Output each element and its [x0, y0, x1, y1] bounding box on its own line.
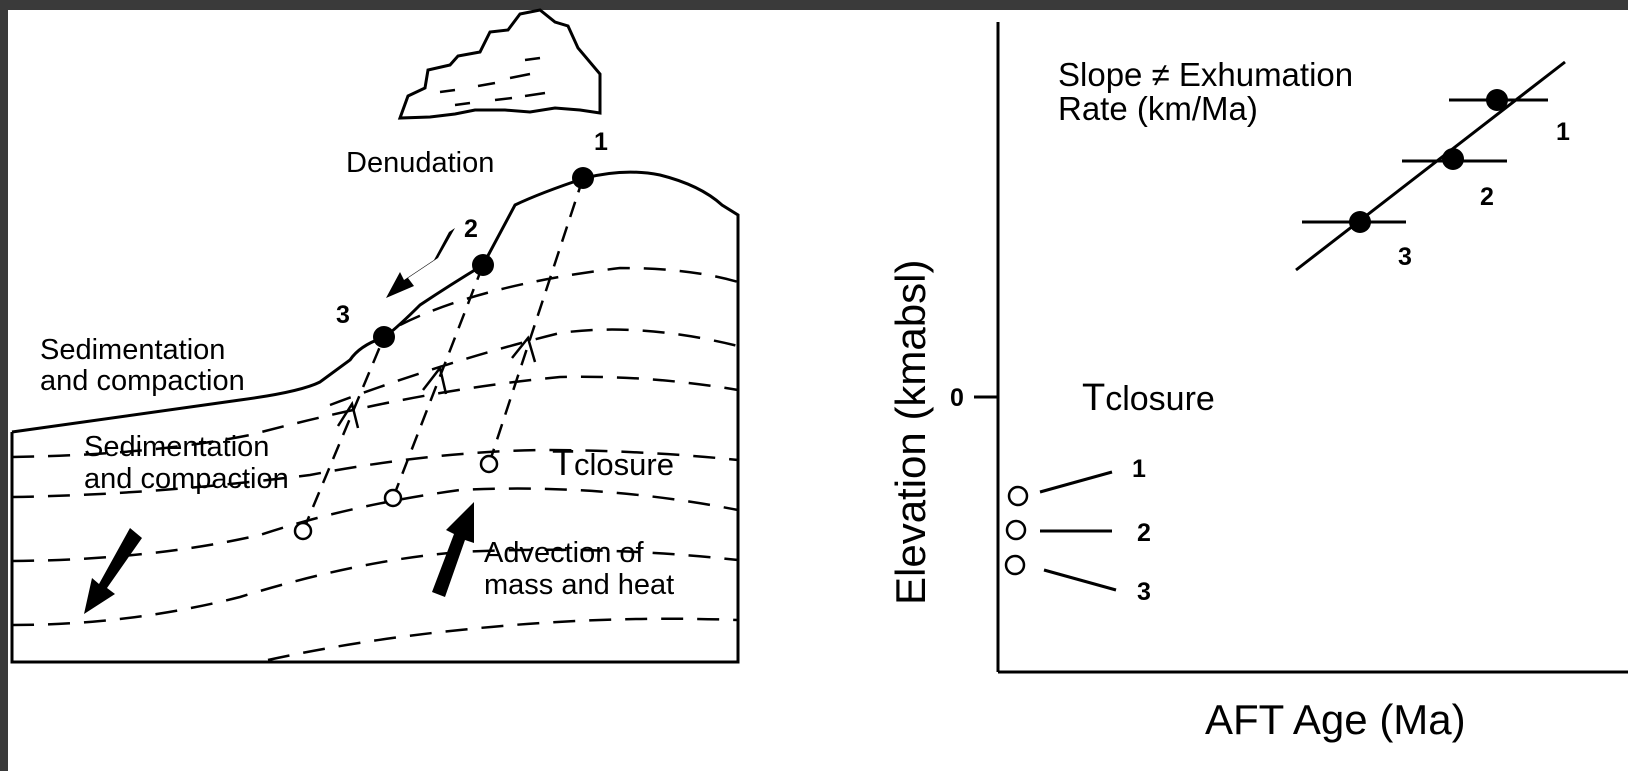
big-arrows — [84, 228, 474, 614]
denudation-label: Denudation — [346, 147, 494, 179]
closure-line-3 — [1043, 568, 1117, 592]
surface-label-3: 3 — [336, 301, 350, 329]
age-elevation-plot: 0 AFT Age (Ma) Elevation (kmabsl) Slope … — [887, 22, 1628, 743]
path-arrowheads — [336, 335, 537, 429]
isotherm-1 — [399, 266, 739, 327]
cloud-shape — [397, 8, 602, 120]
advection-line1: Advection of — [484, 537, 645, 569]
sample-point-1 — [572, 167, 594, 189]
sedimentation-upper-line2: and compaction — [40, 365, 245, 397]
isotherm-3 — [11, 375, 739, 459]
closure-line-1 — [1039, 470, 1113, 494]
plot-point-3 — [1349, 211, 1371, 233]
sedimentation-lower-line1: Sedimentation — [84, 431, 269, 463]
figure-paper — [8, 10, 1628, 771]
y-axis-label: Elevation (kmabsl) — [887, 260, 934, 605]
denudation-arrow — [386, 228, 455, 298]
sedimentation-upper-line1: Sedimentation — [40, 334, 225, 366]
closure-label-2: 2 — [1137, 519, 1151, 547]
closure-samples — [293, 454, 499, 541]
path-sample-1 — [487, 177, 585, 465]
closure-point-1 — [479, 454, 499, 474]
path-sample-2 — [391, 264, 485, 499]
isotherm-2 — [329, 328, 739, 407]
isotherm-4 — [11, 448, 739, 499]
block-outline — [10, 170, 740, 664]
isotherm-7 — [267, 617, 739, 662]
x-axis-label: AFT Age (Ma) — [1205, 696, 1466, 743]
closure-label-1: 1 — [1132, 455, 1146, 483]
closure-point-2 — [383, 488, 403, 508]
surface-samples — [373, 167, 594, 348]
advection-line2: mass and heat — [484, 569, 674, 601]
age-elevation-line — [1295, 60, 1566, 272]
path-sample-3 — [301, 336, 386, 532]
advection-arrow — [432, 502, 474, 597]
sample-point-2 — [472, 254, 494, 276]
plot-point-2 — [1442, 148, 1464, 170]
slope-text-line1: Slope ≠ Exhumation — [1058, 56, 1353, 93]
sample-point-3 — [373, 326, 395, 348]
zero-tick-label: 0 — [950, 384, 964, 412]
surface-label-1: 1 — [594, 128, 608, 156]
surface-label-2: 2 — [464, 215, 478, 243]
plot-label-3: 3 — [1398, 243, 1412, 271]
tclosure-right: Tclosure — [1082, 377, 1215, 419]
sedimentation-lower-line2: and compaction — [84, 463, 289, 495]
subsidence-arrow — [84, 528, 142, 614]
closure-label-3: 3 — [1137, 578, 1151, 606]
slope-text-line2: Rate (km/Ma) — [1058, 90, 1258, 127]
error-bars — [1302, 98, 1548, 224]
closure-circle-2 — [1005, 519, 1027, 541]
closure-point-3 — [293, 521, 313, 541]
plot-label-1: 1 — [1556, 118, 1570, 146]
cross-section-panel: 1 2 3 Denudation Sedimentation and compa… — [10, 8, 740, 664]
isotherm-6 — [11, 548, 739, 627]
plot-point-1 — [1486, 89, 1508, 111]
cloud-hatching — [439, 56, 546, 107]
sample-paths — [301, 177, 585, 532]
isotherms — [11, 266, 739, 662]
closure-circle-3 — [1004, 554, 1026, 576]
closure-circle-1 — [1007, 485, 1029, 507]
tclosure-left: Tclosure — [552, 442, 674, 483]
plot-label-2: 2 — [1480, 183, 1494, 211]
